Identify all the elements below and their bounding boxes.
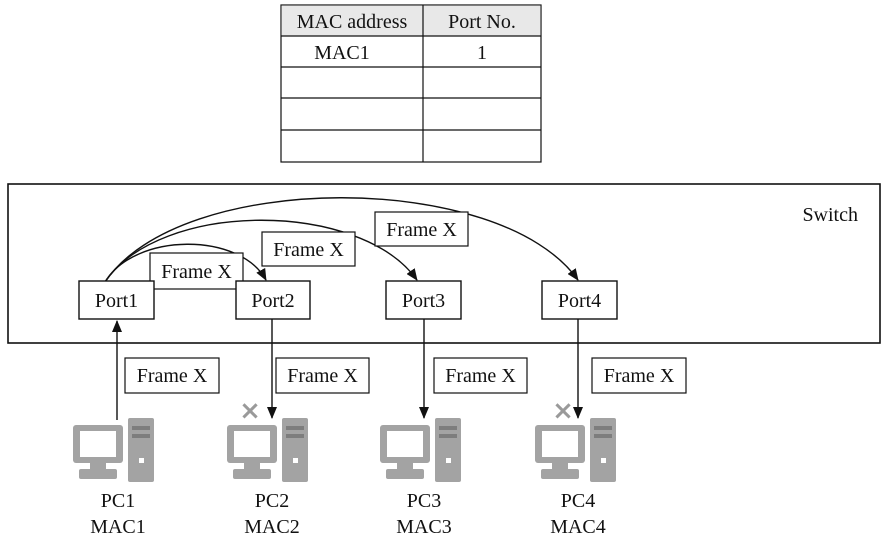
- port-label: Port3: [402, 290, 445, 312]
- pc-2: PC2 MAC2: [227, 418, 308, 538]
- pc-name: PC1: [101, 490, 135, 512]
- pc-4: PC4 MAC4: [535, 418, 616, 538]
- svg-text:Frame X: Frame X: [386, 219, 457, 241]
- table-cell-port: 1: [477, 42, 487, 64]
- frame-label: Frame X: [433, 357, 528, 394]
- flood-arrow-port3: [104, 219, 418, 283]
- table-header-bg: [281, 5, 541, 37]
- table-header-mac: MAC address: [297, 11, 408, 33]
- pc-links: [112, 319, 583, 420]
- pc-mac: MAC4: [550, 516, 606, 538]
- drop-mark-pc4: ×: [552, 396, 574, 426]
- svg-text:Frame X: Frame X: [137, 365, 208, 387]
- drop-mark-pc2: ×: [239, 396, 261, 426]
- pc-mac: MAC3: [396, 516, 452, 538]
- frame-label: Frame X: [124, 357, 220, 394]
- svg-text:Frame X: Frame X: [273, 239, 344, 261]
- switch: Switch: [7, 183, 881, 344]
- frame-label: Frame X: [149, 252, 244, 290]
- mac-address-table: MAC address Port No. MAC1 1: [280, 4, 542, 163]
- switch-border: [7, 183, 881, 344]
- pc-1: PC1 MAC1: [73, 418, 154, 538]
- svg-text:Frame X: Frame X: [287, 365, 358, 387]
- frame-label: Frame X: [261, 231, 356, 267]
- table-border: [280, 4, 542, 163]
- switch-label: Switch: [802, 204, 858, 226]
- pc-name: PC3: [407, 490, 441, 512]
- pc-name: PC4: [561, 490, 595, 512]
- frame-label: Frame X: [374, 211, 469, 247]
- svg-text:Frame X: Frame X: [445, 365, 516, 387]
- pc-name: PC2: [255, 490, 289, 512]
- pc-mac: MAC1: [90, 516, 146, 538]
- pc-mac: MAC2: [244, 516, 300, 538]
- computer-icon: [73, 418, 154, 482]
- port-label: Port4: [558, 290, 601, 312]
- frame-label: Frame X: [275, 357, 370, 394]
- svg-text:Frame X: Frame X: [161, 261, 232, 283]
- port-label: Port1: [95, 290, 138, 312]
- flood-arrow-port4: [104, 197, 579, 283]
- port-1: Port1: [78, 280, 155, 320]
- port-3: Port3: [385, 280, 462, 320]
- computer-icon: [380, 418, 461, 482]
- port-4: Port4: [541, 280, 618, 320]
- table-cell-mac: MAC1: [314, 42, 370, 64]
- flood-arrows: [104, 197, 579, 283]
- pc-3: PC3 MAC3: [380, 418, 461, 538]
- table-header-port: Port No.: [448, 11, 516, 33]
- computer-icon: [227, 418, 308, 482]
- port-label: Port2: [251, 290, 294, 312]
- port-2: Port2: [235, 280, 311, 320]
- svg-text:Frame X: Frame X: [604, 365, 675, 387]
- frame-label: Frame X: [591, 357, 687, 394]
- computer-icon: [535, 418, 616, 482]
